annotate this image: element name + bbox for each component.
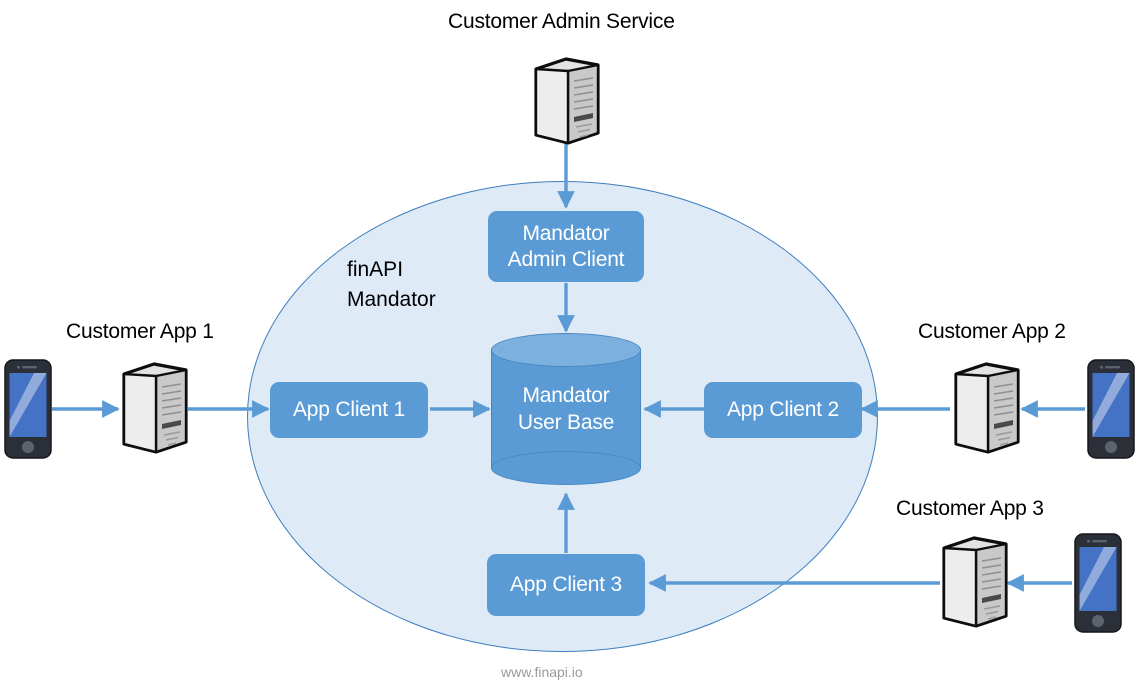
mandator-user-base-label: Mandator User Base [517, 384, 615, 434]
cylinder-body [491, 350, 641, 468]
mobile-phone-icon [1074, 533, 1122, 633]
mandator-admin-client-box[interactable]: Mandator Admin Client [488, 211, 644, 282]
customer-app-3-label: Customer App 3 [896, 497, 1044, 520]
finapi-mandator-label: finAPI Mandator [347, 258, 436, 311]
app-client-2-box[interactable]: App Client 2 [704, 382, 862, 438]
customer-admin-service-label: Customer Admin Service [448, 10, 675, 33]
server-tower-icon [954, 362, 1020, 454]
cylinder-top-ellipse [491, 333, 641, 367]
footer-url: www.finapi.io [501, 664, 583, 680]
mobile-phone-icon [4, 359, 52, 459]
customer-app-2-label: Customer App 2 [918, 320, 1066, 343]
server-tower-icon [942, 536, 1008, 628]
mandator-user-base-cylinder[interactable]: Mandator User Base [491, 333, 641, 485]
app-client-1-box[interactable]: App Client 1 [270, 382, 428, 438]
server-tower-icon [534, 57, 600, 145]
server-tower-icon [122, 362, 188, 454]
cylinder-bottom-ellipse [491, 451, 641, 485]
customer-app-1-label: Customer App 1 [66, 320, 214, 343]
app-client-3-box[interactable]: App Client 3 [487, 554, 645, 616]
mobile-phone-icon [1087, 359, 1135, 459]
